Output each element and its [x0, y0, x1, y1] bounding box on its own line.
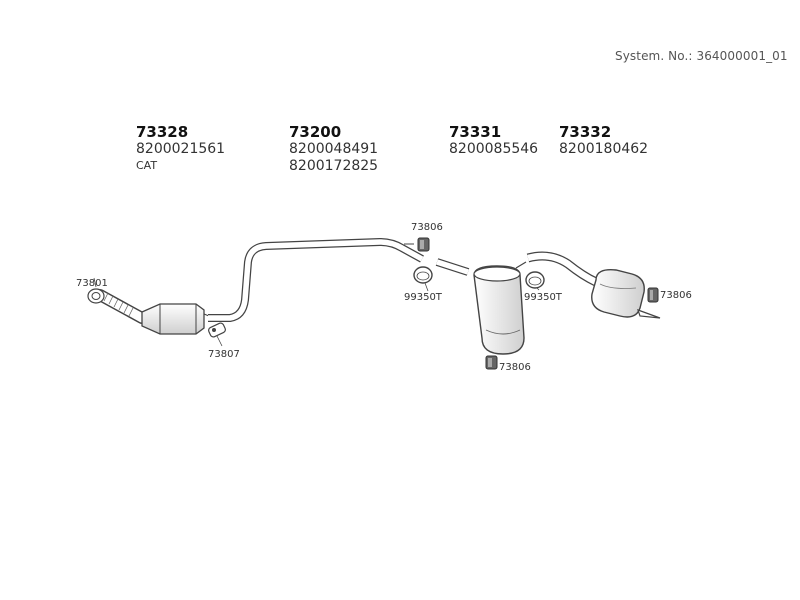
part-group-73332: 73332 8200180462 — [559, 124, 648, 158]
intermediate-pipe — [208, 238, 470, 322]
part-note: CAT — [136, 159, 158, 172]
system-number: System. No.: 364000001_01 — [615, 49, 788, 63]
callout-flange-gasket: 73801 — [76, 278, 108, 289]
front-pipe — [94, 289, 148, 324]
part-group-73328: 73328 8200021561 CAT — [136, 124, 225, 174]
part-reference: 8200021561 — [136, 141, 226, 157]
callout-clamp-left: 99350T — [404, 292, 443, 303]
clamp-left — [413, 266, 433, 292]
rear-pipe — [526, 251, 598, 287]
callout-front-clamp: 73807 — [208, 349, 240, 360]
part-reference: 8200048491 — [289, 141, 379, 157]
callout-hanger-rear: 73806 — [660, 290, 692, 301]
callout-clamp-right: 99350T — [524, 292, 563, 303]
part-reference: 8200180462 — [559, 141, 649, 157]
part-number: 73331 — [449, 123, 502, 141]
part-group-73331: 73331 8200085546 — [449, 124, 538, 158]
catalytic-converter — [141, 303, 215, 335]
hanger-middle — [485, 355, 498, 370]
part-number: 73332 — [559, 123, 612, 141]
hanger-rear — [647, 287, 659, 303]
callout-hanger-middle: 73806 — [499, 362, 531, 373]
part-group-73200: 73200 8200048491 8200172825 — [289, 124, 378, 175]
front-clamp — [208, 322, 226, 347]
part-number: 73328 — [136, 123, 189, 141]
flange-gasket — [87, 277, 105, 304]
rear-silencer — [591, 269, 661, 319]
callout-hanger-top: 73806 — [411, 222, 443, 233]
hanger-top — [404, 237, 430, 252]
part-reference: 8200172825 — [289, 158, 379, 174]
part-number: 73200 — [289, 123, 342, 141]
part-reference: 8200085546 — [449, 141, 539, 157]
central-muffler — [473, 261, 527, 355]
clamp-right — [525, 271, 545, 291]
